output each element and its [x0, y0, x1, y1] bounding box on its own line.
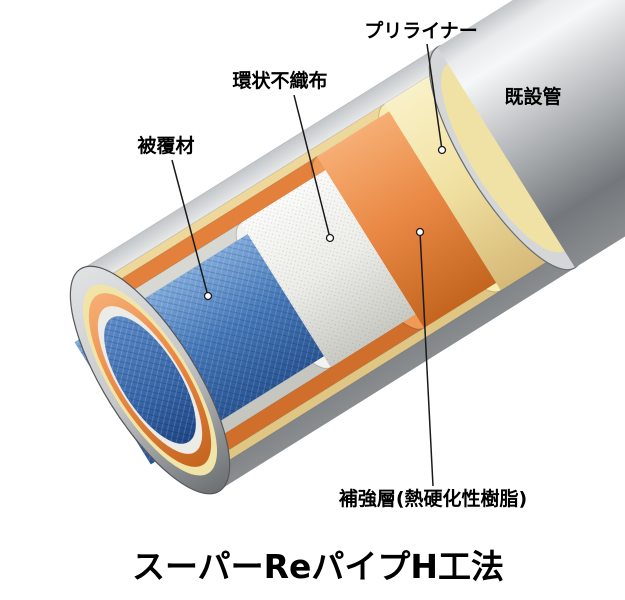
- leader-dots: [203, 145, 447, 301]
- label-nonwoven: 環状不織布: [232, 69, 327, 92]
- label-existing-pipe: 既設管: [504, 85, 561, 108]
- diagram-title: スーパーReパイプH工法: [132, 547, 504, 586]
- pipe-end-face: [69, 265, 231, 495]
- nonwoven-texture: [240, 170, 416, 368]
- label-covering: 被覆材: [137, 134, 194, 157]
- label-preliner: プリライナー: [364, 19, 478, 42]
- leader-line-nonwoven: [293, 94, 331, 239]
- leader-dot-nonwoven: [325, 233, 335, 243]
- leader-lines: [171, 43, 443, 487]
- leader-line-covering: [171, 159, 209, 297]
- label-reinforcement: 補強層(熱硬化性樹脂): [338, 487, 527, 510]
- leader-line-preliner: [426, 43, 443, 151]
- existing-pipe-layer: [80, 0, 625, 491]
- reinforcement-surface: [316, 111, 497, 328]
- existing-pipe-body: [437, 0, 625, 268]
- end-face-covering-texture: [104, 316, 196, 444]
- leader-dot-preliner: [437, 145, 447, 155]
- leader-dot-reinforcement: [415, 227, 425, 237]
- leader-dot-covering: [203, 291, 213, 301]
- pipe-cutaway: [69, 0, 625, 495]
- leader-line-reinforcement: [419, 231, 434, 487]
